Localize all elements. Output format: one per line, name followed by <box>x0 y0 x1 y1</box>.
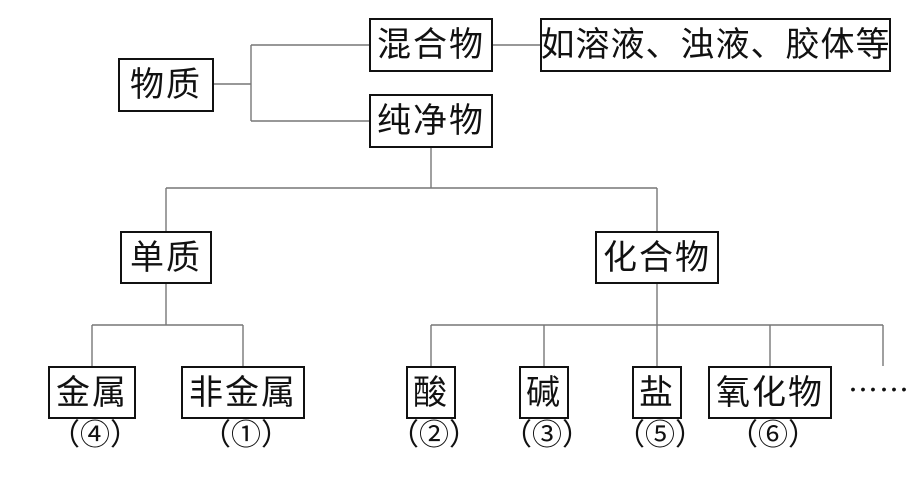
answer-acid: （②） <box>389 418 479 453</box>
node-element: 单质 <box>120 231 212 284</box>
node-base: 碱 <box>519 366 569 419</box>
node-substance: 物质 <box>118 58 214 112</box>
answer-salt: （⑤） <box>615 418 705 453</box>
node-salt: 盐 <box>632 366 682 419</box>
node-compound: 化合物 <box>595 231 719 284</box>
node-pure-substance: 纯净物 <box>369 94 493 148</box>
node-more: …… <box>848 364 910 399</box>
node-metal: 金属 <box>48 366 136 419</box>
node-oxide: 氧化物 <box>708 366 832 419</box>
node-acid: 酸 <box>406 366 456 419</box>
answer-base: （③） <box>502 418 592 453</box>
node-nonmetal: 非金属 <box>181 366 305 419</box>
answer-metal: （④） <box>50 418 140 453</box>
answer-oxide: （⑥） <box>728 418 818 453</box>
answer-nonmetal: （①） <box>201 418 291 453</box>
node-mixture-examples: 如溶液、浊液、胶体等 <box>540 18 891 72</box>
node-mixture: 混合物 <box>369 18 493 72</box>
